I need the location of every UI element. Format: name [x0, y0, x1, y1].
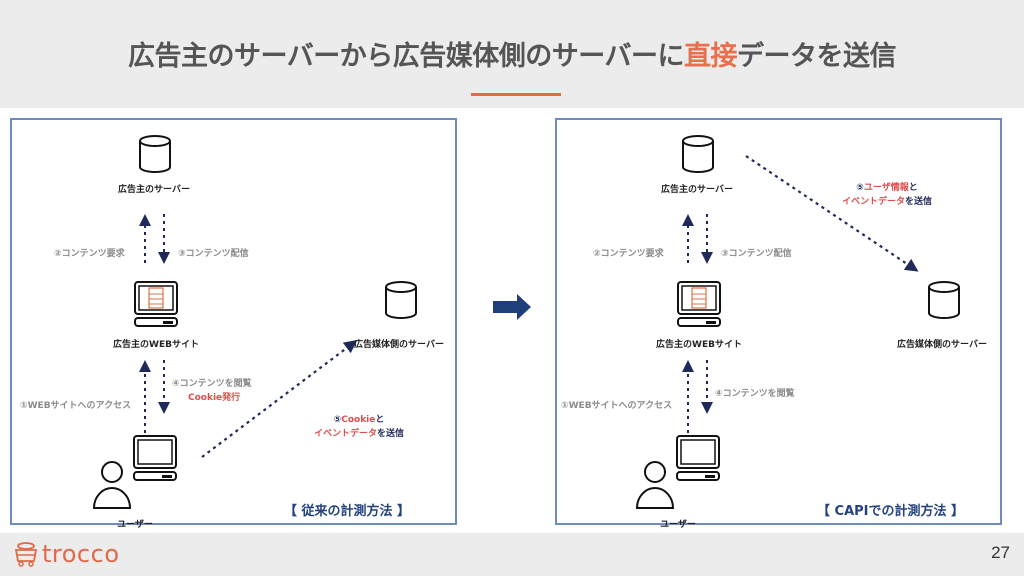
step2-label: ②コンテンツ要求	[54, 249, 125, 259]
brand-name: trocco	[42, 540, 120, 568]
method-label: 【 CAPIでの計測方法 】	[817, 504, 965, 519]
step3-label: ③コンテンツ配信	[721, 249, 792, 259]
slide-header: 広告主のサーバーから広告媒体側のサーバーに直接データを送信	[0, 0, 1024, 108]
step5-number: ⑤	[333, 415, 342, 425]
step1-label: ①WEBサイトへのアクセス	[20, 401, 132, 411]
capi-method-panel: 広告主のサーバー ⑤ユーザ情報と イベントデータを送信 ②コンテンツ要求 ③コン…	[555, 118, 1002, 530]
slide-title: 広告主のサーバーから広告媒体側のサーバーに直接データを送信	[0, 34, 1024, 73]
step5-text-send: を送信	[377, 429, 405, 439]
advertiser-website-label: 広告主のWEBサイト	[656, 340, 742, 350]
step3-label: ③コンテンツ配信	[178, 249, 249, 259]
transition-arrow-icon	[493, 294, 531, 320]
trolley-logo-icon	[14, 542, 38, 567]
step5-text-and: と	[908, 183, 918, 193]
step5-highlight-user-info: ユーザ情報	[863, 183, 909, 193]
page-number: 27	[991, 543, 1010, 562]
slide-content: 広告主のサーバー ②コンテンツ要求 ③コンテンツ配信 広告主のWEBサイト 広告…	[0, 108, 1024, 533]
method-label: 【 従来の計測方法 】	[284, 504, 411, 519]
title-underline	[471, 93, 561, 96]
user-with-computer-icon	[92, 435, 177, 509]
arrow-send-cookie-event	[201, 340, 358, 458]
media-server-label: 広告媒体側のサーバー	[897, 340, 987, 350]
advertiser-server-icon	[139, 135, 171, 173]
user-label: ユーザー	[660, 520, 696, 530]
advertiser-server-label: 広告主のサーバー	[118, 185, 190, 195]
slide-footer: trocco 27	[0, 533, 1024, 576]
step4-label: ④コンテンツを閲覧	[172, 379, 252, 389]
step5-note: ⑤ユーザ情報と イベントデータを送信	[842, 181, 932, 209]
traditional-method-panel: 広告主のサーバー ②コンテンツ要求 ③コンテンツ配信 広告主のWEBサイト 広告…	[10, 118, 457, 530]
user-with-computer-icon	[635, 435, 720, 509]
advertiser-server-icon	[682, 135, 714, 173]
advertiser-website-icon	[134, 281, 178, 327]
title-text-before: 広告主のサーバーから広告媒体側のサーバーに	[128, 41, 684, 72]
step4-cookie-issued-label: Cookie発行	[188, 393, 241, 403]
title-text-after: データを送信	[736, 41, 897, 72]
step5-text-and: と	[375, 415, 385, 425]
step5-highlight-event-data: イベントデータ	[313, 429, 377, 439]
brand-logo: trocco	[14, 540, 120, 568]
capi-flow-arrows	[682, 155, 919, 433]
step5-highlight-event-data: イベントデータ	[841, 197, 905, 207]
media-server-icon	[385, 281, 417, 319]
media-server-label: 広告媒体側のサーバー	[354, 340, 444, 350]
step1-label: ①WEBサイトへのアクセス	[561, 401, 673, 411]
step2-label: ②コンテンツ要求	[593, 249, 664, 259]
step5-text-send: を送信	[905, 197, 933, 207]
media-server-icon	[928, 281, 960, 319]
advertiser-server-label: 広告主のサーバー	[661, 185, 733, 195]
step4-label: ④コンテンツを閲覧	[715, 389, 795, 399]
arrow-send-user-event	[745, 155, 919, 272]
step5-number: ⑤	[856, 183, 864, 193]
advertiser-website-label: 広告主のWEBサイト	[113, 340, 199, 350]
title-accent-text: 直接	[683, 41, 738, 72]
user-label: ユーザー	[117, 520, 153, 530]
step5-highlight-cookie: Cookie	[341, 415, 376, 425]
traditional-flow-arrows	[139, 214, 358, 458]
advertiser-website-icon	[677, 281, 721, 327]
step5-note: ⑤Cookieと イベントデータを送信	[314, 413, 404, 441]
